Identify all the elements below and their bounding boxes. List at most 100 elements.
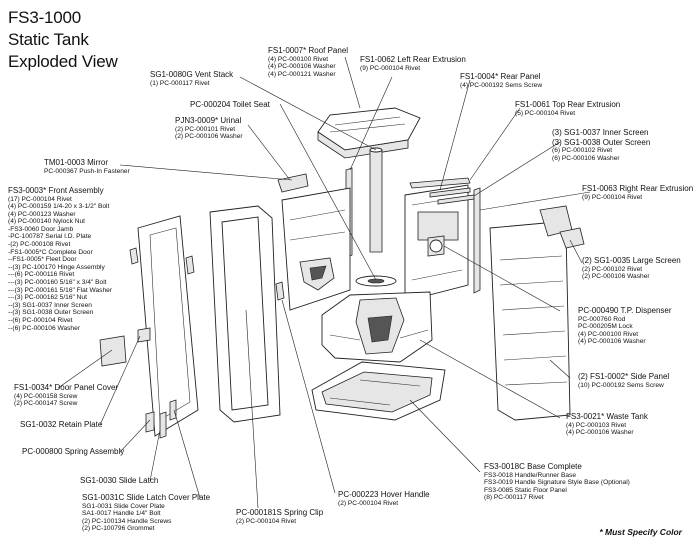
label-inner-outer-screen: (3) SG1-0037 Inner Screen (3) SG1-0038 O…	[552, 128, 650, 162]
label-head: PJN3-0009* Urinal	[175, 116, 242, 125]
label-head: FS3-0021* Waste Tank	[566, 412, 648, 421]
label-hover-handle: PC-000223 Hover Handle (2) PC-000104 Riv…	[338, 490, 430, 507]
label-head: TM01-0003 Mirror	[44, 158, 109, 167]
top-rear-extrusion	[409, 177, 471, 189]
label-sub: -FS1-0005*C Complete Door	[8, 248, 93, 256]
label-sub: PC-000760 Rod	[578, 315, 626, 323]
label-head: SG1-0031C Slide Latch Cover Plate	[82, 493, 211, 502]
label-front-assembly: FS3-0003* Front Assembly (17) PC-000104 …	[8, 186, 112, 332]
label-sub: (6) PC-000106 Washer	[552, 154, 620, 162]
diagram-title-line1: FS3-1000	[8, 8, 82, 27]
label-sub: ---(3) PC-000161 5/16" Flat Washer	[8, 286, 112, 294]
label-spring-assembly: PC-000800 Spring Assembly	[22, 447, 124, 457]
label-sub: (2) PC-100796 Grommet	[82, 525, 155, 533]
label-head: (2) FS1-0002* Side Panel	[578, 372, 670, 381]
label-slide-latch-cover: SG1-0031C Slide Latch Cover Plate SG1-00…	[82, 493, 210, 533]
base-complete	[311, 361, 446, 421]
label-head: PC-000204 Toilet Seat	[190, 100, 270, 109]
label-sub: (10) PC-000192 Sems Screw	[578, 381, 664, 389]
label-sub: --(6) PC-000106 Washer	[8, 324, 80, 332]
mirror	[277, 173, 309, 193]
waste-tank	[321, 291, 433, 363]
label-sub: (2) PC-100134 Handle Screws	[82, 517, 172, 525]
label-sub: (5) PC-000104 Rivet	[515, 109, 576, 117]
label-sub: (2) PC-000102 Rivet	[582, 265, 643, 273]
label-head: SG1-0032 Retain Plate	[20, 420, 103, 429]
label-sub: (9) PC-000104 Rivet	[360, 64, 421, 72]
label-sub: FS3-0085 Static Floor Panel	[484, 486, 567, 494]
label-head: FS1-0061 Top Rear Extrusion	[515, 100, 621, 109]
front-door-jamb	[209, 205, 281, 423]
label-sub: (1) PC-000117 Rivet	[150, 79, 210, 87]
label-left-rear-extrusion: FS1-0062 Left Rear Extrusion (9) PC-0001…	[360, 55, 466, 72]
label-toilet-seat: PC-000204 Toilet Seat	[190, 100, 270, 110]
vent-stack	[369, 147, 383, 253]
label-sub: (4) PC-000159 1/4-20 x 3-1/2" Bolt	[8, 203, 110, 211]
label-door-panel-cover: FS1-0034* Door Panel Cover (4) PC-000158…	[14, 383, 118, 408]
label-vent-stack: SG1-0080G Vent Stack (1) PC-000117 Rivet	[150, 70, 233, 87]
door-panel-cover	[99, 335, 127, 367]
label-sub: PC-000205M Lock	[578, 323, 633, 331]
label-head: FS1-0063 Right Rear Extrusion	[582, 184, 694, 193]
label-sub: -PC-100787 Serial I.D. Plate	[8, 233, 92, 241]
label-head: PC-000800 Spring Assembly	[22, 447, 125, 456]
tp-dispenser	[427, 235, 445, 257]
hover-handle	[275, 281, 285, 301]
label-sub: ---(3) PC-000162 5/16" Nut	[8, 294, 87, 302]
label-head: (2) SG1-0035 Large Screen	[582, 256, 681, 265]
label-sub: (2) PC-000106 Washer	[582, 273, 650, 281]
label-sub: (4) PC-000140 Nylock Nut	[8, 218, 85, 226]
label-sub: (2) PC-000104 Rivet	[338, 499, 399, 507]
label-retain-plate: SG1-0032 Retain Plate	[20, 420, 102, 430]
label-sub: ---(6) PC-000116 Rivet	[8, 271, 75, 279]
label-sub: (4) PC-000121 Washer	[268, 70, 336, 78]
label-spring-clip: PC-000181S Spring Clip (2) PC-000104 Riv…	[236, 508, 323, 525]
label-head: FS1-0062 Left Rear Extrusion	[360, 55, 466, 64]
label-sub: (2) PC-000106 Washer	[175, 133, 243, 141]
label-sub: (2) PC-000104 Rivet	[236, 517, 297, 525]
label-sub: (9) PC-000104 Rivet	[582, 193, 643, 201]
label-head-2: (3) SG1-0038 Outer Screen	[552, 137, 651, 147]
label-sub: (2) PC-000147 Screw	[14, 400, 78, 408]
label-sub: SG1-0031 Slide Cover Plate	[82, 502, 165, 510]
leader-lines	[57, 56, 591, 509]
label-mirror: TM01-0003 Mirror PC-000367 Push-In Faste…	[44, 158, 130, 175]
label-sub: (17) PC-000104 Rivet	[8, 195, 72, 203]
label-sub: (4) PC-000123 Washer	[8, 210, 76, 218]
label-sub: --(3) PC-100170 Hinge Assembly	[8, 263, 105, 271]
label-head: FS3-0003* Front Assembly	[8, 186, 104, 195]
label-head: SG1-0030 Slide Latch	[80, 476, 159, 485]
footnote-specify-color: * Must Specify Color	[599, 527, 682, 537]
label-head: PC-000223 Hover Handle	[338, 490, 430, 499]
label-sub: FS3-0019 Handle Signature Style Base (Op…	[484, 479, 630, 487]
roof-panel	[317, 107, 421, 159]
label-head: SG1-0080G Vent Stack	[150, 70, 234, 79]
label-side-panel: (2) FS1-0002* Side Panel (10) PC-000192 …	[578, 372, 669, 389]
label-sub: SA1-0017 Handle 1/4" Bolt	[82, 510, 161, 518]
diagram-title-line2: Static Tank	[8, 30, 89, 49]
small-hardware	[137, 327, 177, 439]
label-sub: FS3-0018 Handle/Runner Base	[484, 471, 577, 479]
label-urinal: PJN3-0009* Urinal (2) PC-000101 Rivet (2…	[175, 116, 243, 141]
label-sub: --(6) PC-000104 Rivet	[8, 317, 73, 324]
toilet-seat	[355, 275, 397, 287]
label-sub: (4) PC-000106 Washer	[566, 429, 634, 437]
label-large-screen: (2) SG1-0035 Large Screen (2) PC-000102 …	[582, 256, 681, 281]
label-sub: -(2) PC-000108 Rivet	[8, 241, 71, 249]
label-head: FS1-0004* Rear Panel	[460, 72, 541, 81]
label-sub: (4) PC-000106 Washer	[268, 63, 336, 71]
inner-outer-screens	[429, 187, 475, 205]
label-sub: PC-000367 Push-In Fastener	[44, 167, 130, 175]
label-head: FS3-0018C Base Complete	[484, 462, 582, 471]
label-sub: --FS1-0005* Fleet Door	[8, 256, 77, 264]
front-door	[129, 215, 199, 437]
right-rear-extrusion	[473, 187, 481, 294]
label-roof-panel: FS1-0007* Roof Panel (4) PC-000100 Rivet…	[268, 46, 348, 78]
label-head: FS1-0007* Roof Panel	[268, 46, 349, 55]
label-sub: (4) PC-000192 Sems Screw	[460, 81, 543, 89]
label-sub: (4) PC-000158 Screw	[14, 392, 78, 400]
label-sub: (6) PC-000102 Rivet	[552, 147, 613, 154]
label-sub: (4) PC-000103 Rivet	[566, 421, 627, 429]
label-sub: (4) PC-000106 Washer	[578, 338, 646, 346]
urinal	[299, 257, 335, 291]
